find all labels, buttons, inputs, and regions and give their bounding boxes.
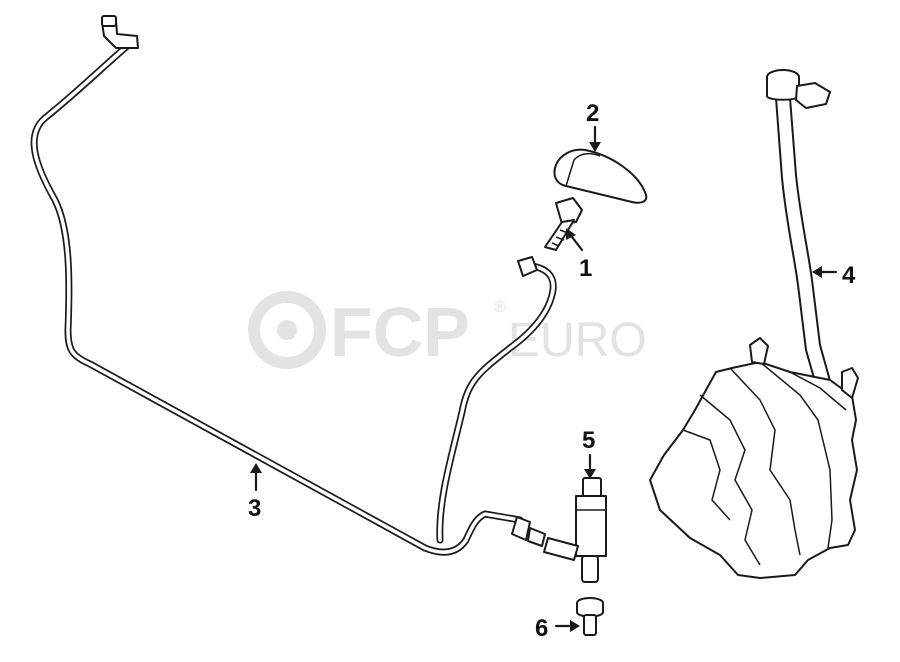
washer-hose-part-3 bbox=[30, 15, 557, 556]
leader-lines bbox=[250, 125, 838, 632]
nozzle-cover-part-2 bbox=[553, 148, 648, 204]
callouts: 2 1 3 4 5 6 bbox=[248, 100, 856, 642]
washer-pump-part-5 bbox=[543, 477, 607, 583]
grommet-part-6 bbox=[576, 597, 604, 636]
callout-2: 2 bbox=[586, 100, 599, 127]
watermark: FCP ® EURO bbox=[248, 291, 647, 371]
callout-6: 6 bbox=[535, 615, 548, 642]
watermark-brand: FCP bbox=[330, 293, 470, 371]
callout-5: 5 bbox=[582, 427, 595, 454]
watermark-registered-mark: ® bbox=[494, 299, 506, 316]
callout-3: 3 bbox=[248, 495, 261, 522]
washer-reservoir-part-4 bbox=[649, 69, 859, 579]
washer-jet-part-1 bbox=[544, 197, 583, 251]
watermark-logo-core bbox=[277, 320, 297, 340]
callout-1: 1 bbox=[579, 255, 592, 282]
callout-4: 4 bbox=[842, 262, 856, 289]
watermark-suffix: EURO bbox=[508, 314, 647, 367]
watermark-logo-ring bbox=[248, 291, 326, 369]
